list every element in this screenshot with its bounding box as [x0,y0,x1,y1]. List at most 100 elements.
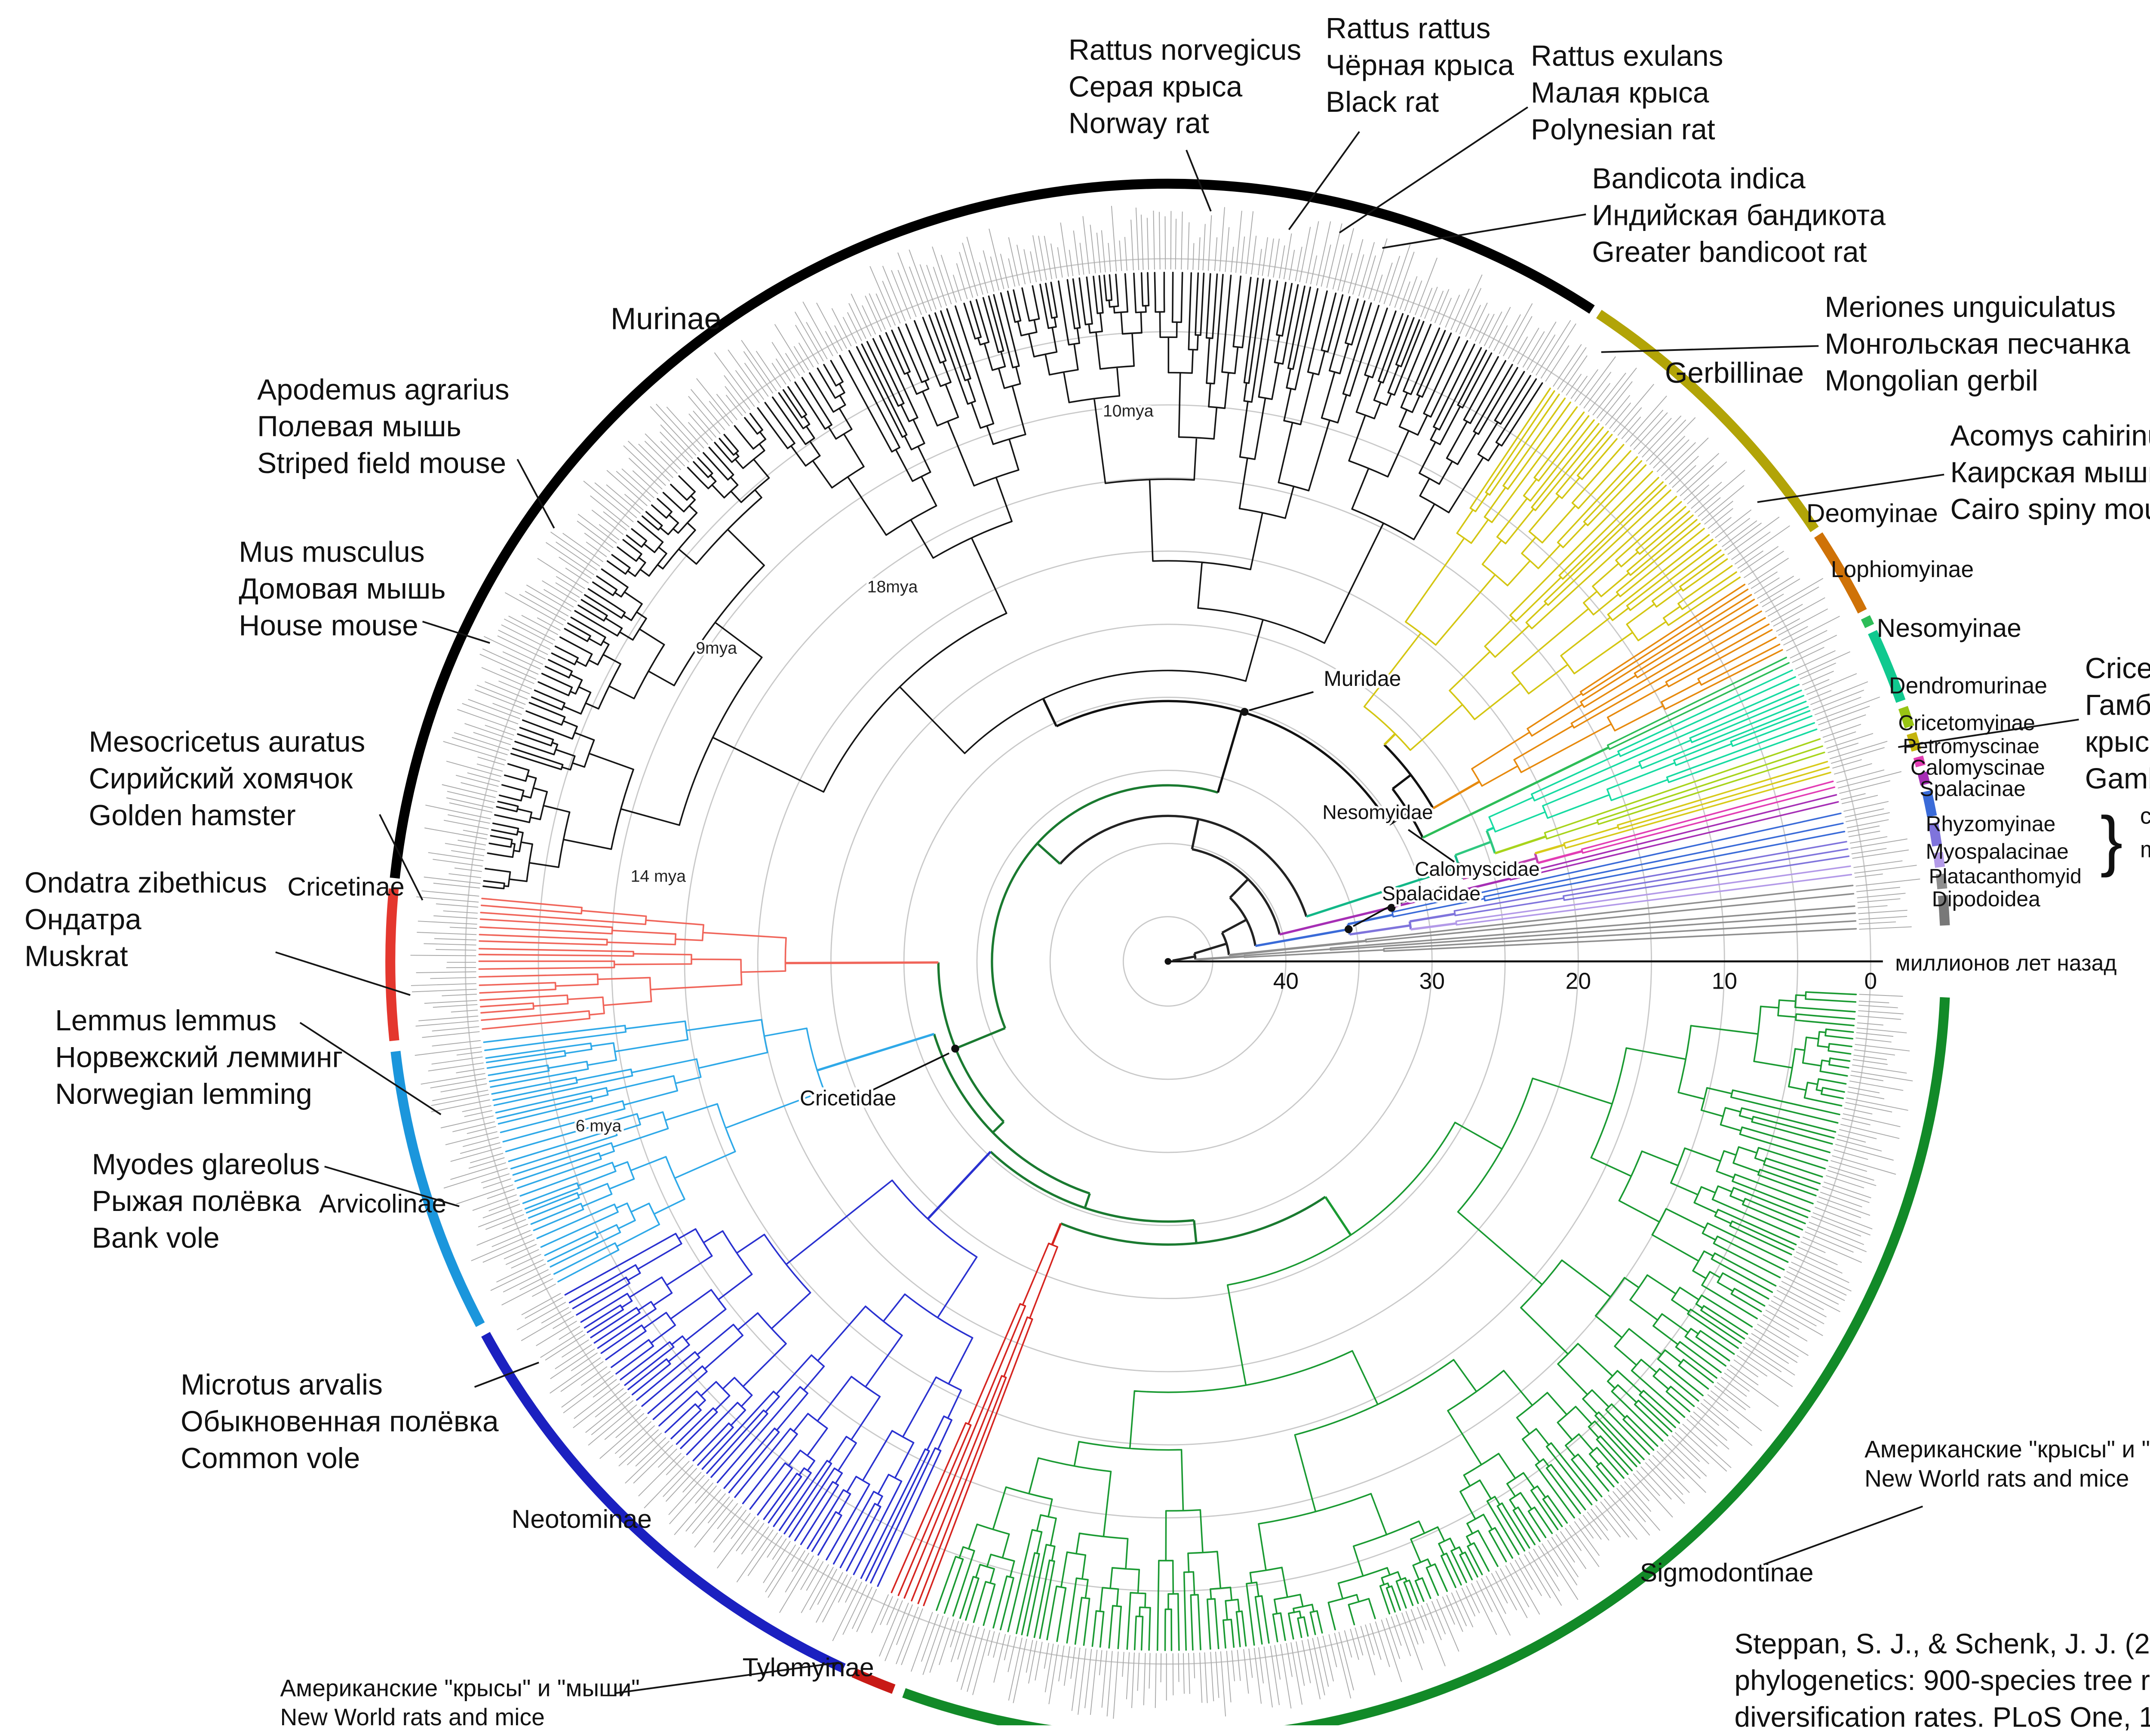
arc-deomyinae [1814,532,1867,614]
backbone-branch [992,1121,1005,1134]
callout-line: Ондатра [24,904,141,937]
callout-line: Common vole [181,1444,360,1476]
clade-label-lophiomyinae: Lophiomyinae [1831,557,1974,582]
species-callout-2-leader [1288,131,1360,230]
tip-labels-nesomyinae [1795,650,1880,731]
subtree-dipodoidea [1244,905,1857,958]
arc-cricetinae [385,888,399,1042]
leader-lines [275,106,2079,1694]
callout-line: Обыкновенная полёвка [181,1407,499,1439]
clade-label-dendromurinae: Dendromurinae [1889,673,2047,699]
species-callout-10-leader [379,814,424,901]
callout-line: Rattus norvegicus [1068,35,1302,68]
time-annotation: 18mya [867,578,918,596]
backbone-branch [1229,940,1366,956]
callout-line: Mesocricetus auratus [89,727,366,759]
arc-dendromurinae [1898,706,1914,728]
arc-tylomyinae [851,1668,896,1694]
species-callout-7-leader [1898,719,2079,748]
callout-line: Striped field mouse [257,449,507,481]
callout-line: Гамбийская хомяковая [2085,690,2150,723]
clade-label-calomyscinae: Calomyscinae [1910,755,2045,779]
subtree-deomyinae [1471,584,1783,787]
axis-tick-label: 40 [1273,969,1299,994]
new-world-callout-1: Американские "крысы" и "мыши"New World r… [280,1675,639,1733]
subtree-dendromurinae [1544,738,1825,840]
callout-line: Норвежский лемминг [55,1042,343,1075]
callout-line: House mouse [239,611,418,643]
node-dot [1345,925,1353,934]
subtree-arvicolinae [483,1019,825,1283]
species-callout-3-leader [1339,106,1528,234]
callout-line: Ondatra zibethicus [24,868,267,900]
tip-labels-cricetinae [410,890,480,1038]
subtree-petromyscinae [1581,780,1836,854]
tip-labels-dendromurinae [1822,724,1874,753]
callout-line: New World rats and mice [1864,1466,2129,1493]
backbone-branch [1191,819,1200,850]
node-pointer-line [1396,884,1447,906]
callout-line: Apodemus agrarius [257,375,510,407]
clade-label-petromyscinae: Petromyscinae [1903,735,2039,758]
backbone-branch [955,1027,1006,1050]
backbone-branch [927,1151,992,1220]
backbone-branch [1306,866,1460,918]
callout-line: Домовая мышь [239,574,446,606]
subtree-cricetomyinae [1563,761,1831,849]
axis-tick-label: 0 [1864,969,1877,994]
backbone-arc [1059,814,1308,917]
tip-labels-deomyinae [1748,558,1840,651]
callout-line: Сирийский хомячок [89,764,353,796]
backbone-branch [1084,1193,1091,1209]
arc-rhyzomyinae [1928,822,1942,847]
node-pointer-line [1408,829,1455,863]
backbone-branch [1193,1220,1198,1244]
callout-line: Microtus arvalis [181,1370,383,1402]
arc-calomyscinae [1917,771,1930,786]
time-annotation: 9mya [696,639,737,658]
backbone-branch [1432,780,1480,809]
subtree-nesomyinae [1488,669,1818,833]
callout-line: Полевая мышь [257,412,461,444]
callout-line: Rattus exulans [1531,41,1723,74]
tip-labels-tylomyinae [871,1594,923,1665]
arc-sigmodontinae [902,997,1950,1726]
backbone-branch [1036,842,1061,865]
callout-line: Американские "крысы" и "мыши" [280,1676,640,1702]
tree-backbone [785,698,1609,1246]
species-callout-9-leader [422,621,490,644]
clade-label-murinae: Murinae [611,302,721,336]
callout-line: Индийская бандикота [1592,200,1886,233]
arc-neotominae [481,1332,846,1673]
backbone-branch [1462,857,1537,880]
node-label: Spalacidae [1382,882,1480,904]
clade-label-cricetomyinae: Cricetomyinae [1898,711,2035,735]
callout-line: Cricetomys gambianus [2085,654,2150,686]
subtree-neotominae [564,1179,978,1587]
callout-line: Cairo spiny mouse [1950,494,2150,527]
clade-label-myospalacinae: Myospalacinae [1926,839,2068,863]
mole-rats-brace: } [2100,803,2122,878]
backbone-branch [785,961,939,965]
callout-line: Рыжая полёвка [92,1186,301,1219]
arc-petromyscinae [1913,756,1926,768]
clade-label-platacanthomyid: Platacanthomyid [1929,865,2082,888]
node-label: Cricetidae [800,1086,896,1110]
axis-caption: миллионов лет назад [1895,950,2116,975]
tip-label-ring [410,206,1920,1719]
new-world-callout-1-leader [615,1662,839,1694]
backbone-branch [1255,928,1349,947]
tip-labels-arvicolinae [415,1040,556,1306]
arc-myospalacinae [1933,851,1945,868]
backbone-branch [1410,922,1457,931]
callout-line: крыса [2085,727,2150,759]
svg-labels: DipodoideaPlatacanthomyidMyospalacinaeRh… [287,302,2150,1682]
callout-line: Американские "крысы" и "мыши" [1864,1437,2150,1464]
